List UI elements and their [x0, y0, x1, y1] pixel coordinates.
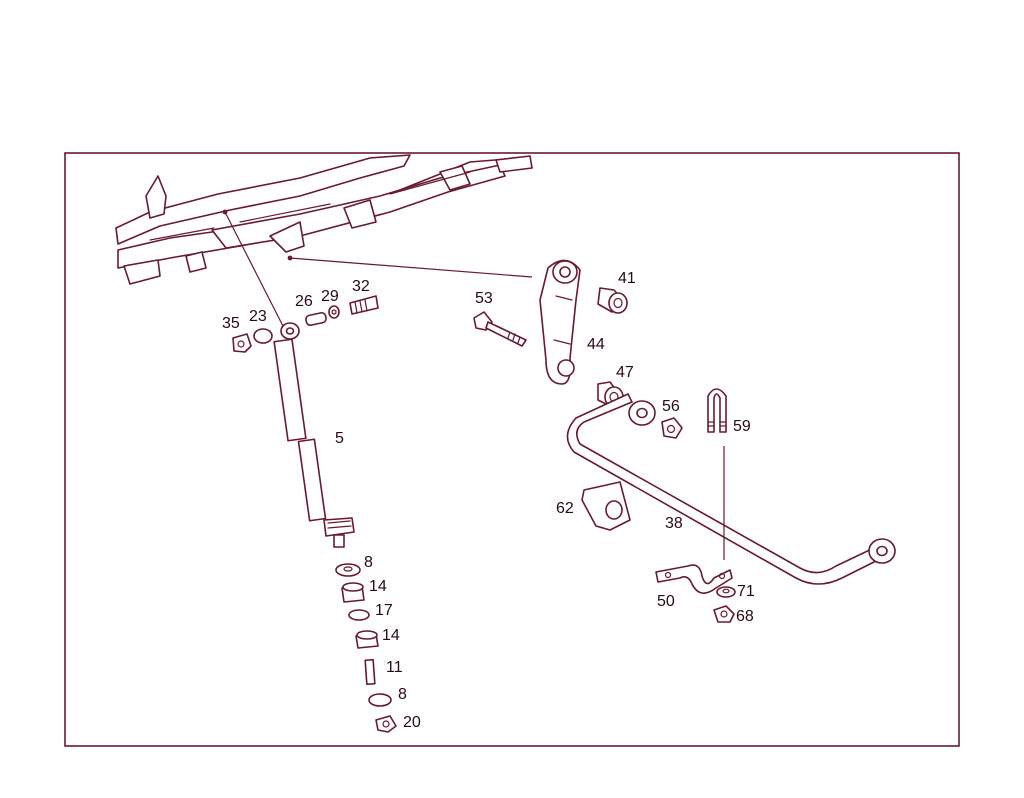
- part-label-53: 59: [733, 418, 751, 435]
- part-label-56: 62: [556, 500, 574, 517]
- hardware-upper: [232, 295, 379, 353]
- hardware-lower: [335, 563, 397, 733]
- drop-link-bracket: [539, 259, 581, 385]
- part-label-14-upper: 14: [369, 578, 387, 595]
- diagram-frame: [64, 152, 960, 747]
- part-label-17: 17: [375, 602, 393, 619]
- clamp: [655, 564, 733, 594]
- part-label-71: 71: [737, 583, 755, 600]
- part-label-35: 35: [222, 315, 240, 332]
- rubber-mount: [581, 481, 631, 531]
- part-label-14-lower: 14: [382, 627, 400, 644]
- part-label-47: 47: [616, 364, 634, 381]
- part-label-11: 11: [386, 659, 403, 676]
- nut: [661, 417, 683, 439]
- part-label-26: 26: [295, 293, 313, 310]
- washer: [716, 586, 736, 598]
- bolt: [473, 311, 527, 347]
- leader-bracket-mount: [289, 257, 533, 278]
- u-bolt: [707, 388, 727, 433]
- part-label-8-upper: 8: [364, 554, 373, 571]
- part-label-20: 20: [403, 714, 421, 731]
- part-label-44: 44: [587, 336, 605, 353]
- chassis-frame: [115, 154, 533, 285]
- shock-absorber: [273, 322, 355, 548]
- part-label-59: 53: [475, 290, 493, 307]
- bushing-upper: [597, 287, 628, 314]
- part-label-32: 32: [352, 278, 370, 295]
- stabilizer-bar: [566, 393, 896, 585]
- part-label-41: 41: [618, 270, 636, 287]
- part-label-62: 56: [662, 398, 680, 415]
- part-label-29: 29: [321, 288, 339, 305]
- part-label-38: 38: [665, 515, 683, 532]
- mount-point-dot: [222, 209, 228, 215]
- part-label-8-lower: 8: [398, 686, 407, 703]
- leader-shock-mount: [224, 211, 286, 331]
- part-label-5: 5: [335, 430, 344, 447]
- part-label-23: 23: [249, 308, 267, 325]
- part-label-68: 68: [736, 608, 754, 625]
- nut-lower: [713, 605, 735, 623]
- mount-point-dot: [287, 255, 293, 261]
- part-label-50: 50: [657, 593, 675, 610]
